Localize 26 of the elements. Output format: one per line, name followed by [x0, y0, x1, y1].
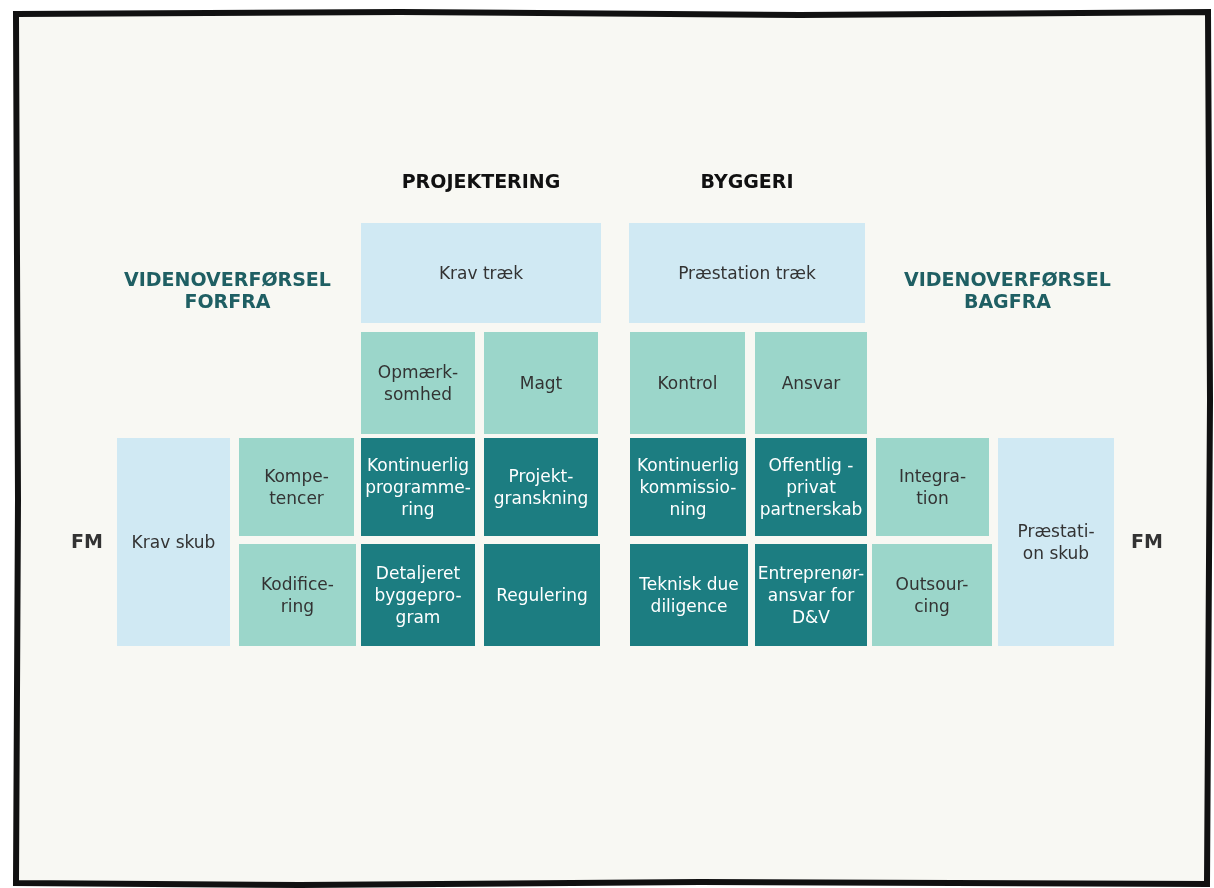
side-heading: VIDENOVERFØRSEL BAGFRA — [903, 268, 1112, 312]
text-box: Præstati-on skub — [998, 438, 1114, 646]
text-box: Krav træk — [361, 223, 601, 323]
text-box: Opmærk-somhed — [361, 332, 475, 434]
text-box: Krav skub — [117, 438, 230, 646]
side-heading: VIDENOVERFØRSEL FORFRA — [123, 268, 332, 312]
heading: BYGGERI — [699, 170, 795, 192]
heading: PROJEKTERING — [400, 170, 562, 192]
text-box: Kompe-tencer — [239, 438, 354, 536]
text-box: Ansvar — [755, 332, 867, 434]
text-box: Magt — [484, 332, 598, 434]
text-box: Kontrol — [630, 332, 745, 434]
text-box: Entreprenør-ansvar for D&V — [755, 544, 867, 646]
text-box: Projekt-granskning — [484, 438, 598, 536]
text-box: Kontinuerlig programme-ring — [361, 438, 475, 536]
text-box: Kontinuerlig kommissio-ning — [630, 438, 746, 536]
text-box: Regulering — [484, 544, 600, 646]
text-box: Offentlig -privat partnerskab — [755, 438, 867, 536]
text-box: Integra-tion — [876, 438, 989, 536]
side-label: FM — [70, 530, 104, 552]
text-box: Præstation træk — [629, 223, 865, 323]
text-box: Teknisk due diligence — [630, 544, 748, 646]
text-box: Detaljeret byggepro-gram — [361, 544, 475, 646]
side-label: FM — [1130, 530, 1164, 552]
text-box: Outsour-cing — [872, 544, 992, 646]
text-box: Kodifice-ring — [239, 544, 356, 646]
